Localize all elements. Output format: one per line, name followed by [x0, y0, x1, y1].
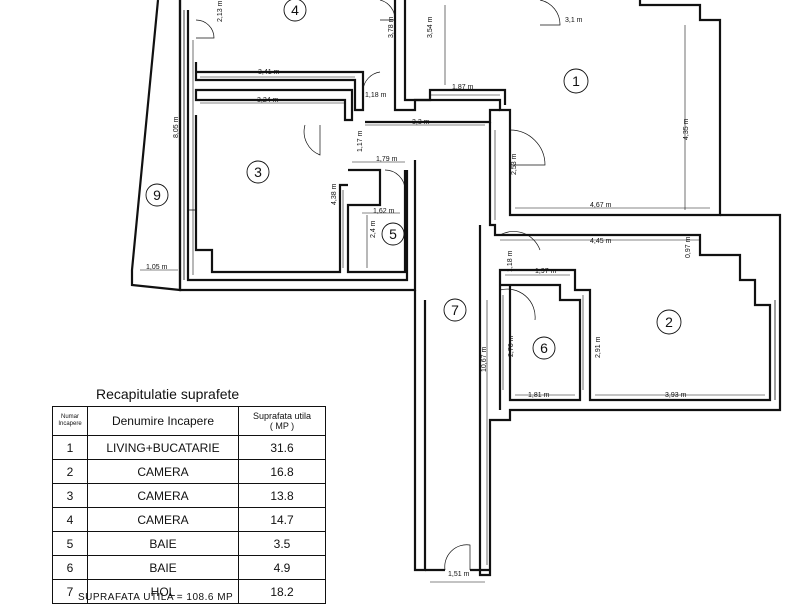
dim-label: 1,17 m: [357, 130, 364, 152]
dim-label: 1,62 m: [373, 208, 395, 215]
dim-label: 1,18 m: [365, 92, 387, 99]
dimension-labels: 2,13 m 3,78 m 3,54 m 3,1 m 3,41 m 1,87 m…: [146, 0, 692, 578]
hall-right-wall: [488, 122, 772, 410]
room-label-1: 1: [563, 68, 589, 94]
room-area: 31.6: [238, 435, 326, 460]
room-label-7: 7: [443, 298, 467, 322]
room-labels: 4 1 3 9 5 7 2 6: [145, 0, 682, 360]
room-area: 14.7: [238, 507, 326, 532]
dim-label: 2,4 m: [370, 220, 377, 238]
table-row: 1 LIVING+BUCATARIE 31.6: [52, 435, 326, 460]
col-header-area: Suprafata utila( MP ): [238, 406, 326, 436]
room-number: 6: [52, 555, 88, 580]
dim-label: 0,97 m: [685, 236, 692, 258]
dim-label: 2,76 m: [508, 335, 515, 357]
room-label-5: 5: [381, 222, 405, 246]
dim-label: 4,38 m: [331, 183, 338, 205]
room-name: CAMERA: [87, 507, 239, 532]
room-label-2: 2: [656, 309, 682, 335]
room-number: 4: [52, 507, 88, 532]
window-lines: [183, 10, 776, 400]
room-label-4: 4: [283, 0, 307, 22]
svg-text:3: 3: [254, 164, 262, 180]
dim-label: 2,53 m: [511, 153, 518, 175]
door-swings: [195, 0, 561, 571]
dim-label: 3,93 m: [665, 392, 687, 399]
table-row: 5 BAIE 3.5: [52, 531, 326, 556]
dim-label: 3,24 m: [257, 97, 279, 104]
dim-label: 2,13 m: [217, 0, 224, 22]
room-number: 1: [52, 435, 88, 460]
svg-text:9: 9: [153, 187, 161, 203]
room-name: CAMERA: [87, 459, 239, 484]
room-name: BAIE: [87, 555, 239, 580]
dim-label: 4,35 m: [683, 118, 690, 140]
total-area: SUPRAFATA UTILA = 108.6 MP: [78, 592, 234, 603]
room1-walls: [393, 0, 722, 217]
room-number: 5: [52, 531, 88, 556]
room-name: BAIE: [87, 531, 239, 556]
hall-left-wall: [413, 290, 427, 572]
svg-text:1: 1: [572, 73, 580, 89]
room-area: 4.9: [238, 555, 326, 580]
room3-top-wall: [194, 88, 354, 122]
walls: [130, 0, 782, 577]
room-area: 13.8: [238, 483, 326, 508]
dim-label: 4,67 m: [590, 202, 612, 209]
room-name: LIVING+BUCATARIE: [87, 435, 239, 460]
svg-text:4: 4: [291, 2, 299, 18]
bath6-walls: [500, 283, 582, 402]
dim-label: 3,1 m: [565, 17, 583, 24]
room-label-6: 6: [532, 336, 556, 360]
bath5-walls: [346, 168, 407, 274]
svg-text:2: 2: [665, 314, 673, 330]
col-header-name: Denumire Incapere: [87, 406, 239, 436]
dimension-lines: [140, 5, 765, 583]
hall-right-lower: [478, 225, 765, 577]
dim-label: 3,41 m: [258, 69, 280, 76]
hall-top-wall: [365, 108, 500, 124]
room-label-3: 3: [246, 160, 270, 184]
room-area: 16.8: [238, 459, 326, 484]
table-row: 3 CAMERA 13.8: [52, 483, 326, 508]
room-number: 2: [52, 459, 88, 484]
recap-title: Recapitulatie suprafete: [96, 386, 240, 402]
balcony-outline: [130, 0, 182, 292]
dim-label: 1,05 m: [146, 264, 168, 271]
room-label-9: 9: [145, 183, 169, 207]
dim-label: 4,45 m: [590, 238, 612, 245]
dim-label: 10,67 m: [481, 347, 488, 372]
room-name: CAMERA: [87, 483, 239, 508]
dim-label: 3,78 m: [388, 16, 395, 38]
dim-label: 1,87 m: [452, 84, 474, 91]
room3-left-wall: [194, 115, 348, 274]
svg-text:5: 5: [389, 226, 397, 242]
dim-label: 1,18 m: [507, 250, 514, 272]
svg-text:6: 6: [540, 340, 548, 356]
dim-label: 8,05 m: [173, 116, 180, 138]
room1-right-outer: [720, 213, 782, 412]
dim-label: 3,54 m: [427, 16, 434, 38]
dim-label: 1,79 m: [376, 156, 398, 163]
table-row: 4 CAMERA 14.7: [52, 507, 326, 532]
room4-bottom-wall: [194, 62, 365, 112]
dim-label: 1,81 m: [528, 392, 550, 399]
room-number: 3: [52, 483, 88, 508]
table-row: 6 BAIE 4.9: [52, 555, 326, 580]
dim-label: 1,51 m: [448, 571, 470, 578]
room-area: 3.5: [238, 531, 326, 556]
svg-text:7: 7: [451, 302, 459, 318]
table-row: 2 CAMERA 16.8: [52, 459, 326, 484]
dim-label: 1,97 m: [535, 268, 557, 275]
dim-label: 3,3 m: [412, 119, 430, 126]
left-inner-wall: [186, 10, 409, 282]
left-outer-wall: [178, 0, 417, 292]
dim-label: 2,91 m: [595, 336, 602, 358]
